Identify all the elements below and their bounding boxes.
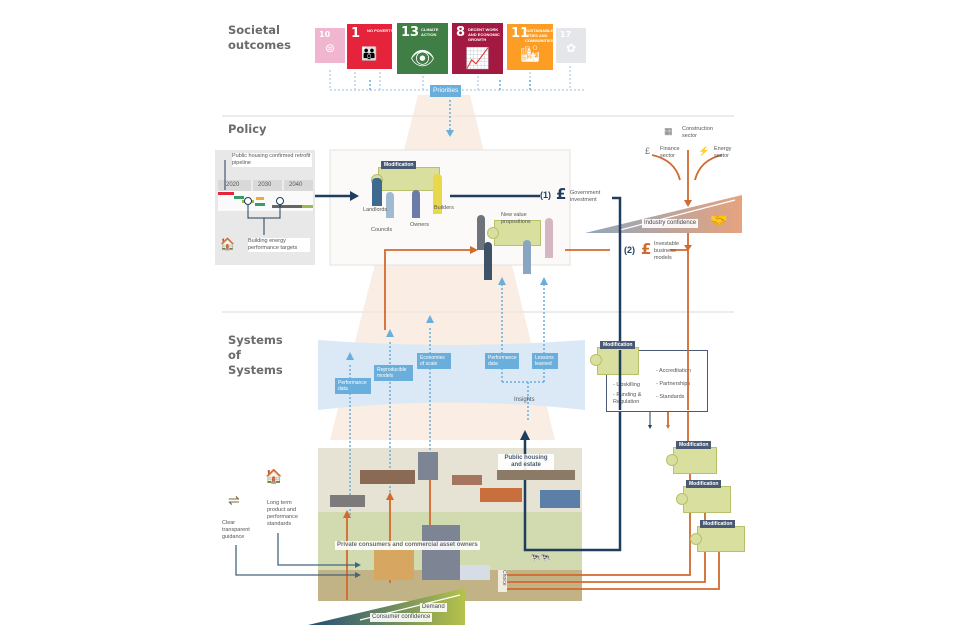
house-award-icon: 🏠 (220, 237, 235, 251)
timeline-year-2040: 2040 (289, 182, 303, 188)
flow-performance-data-2: Performance data (485, 353, 519, 369)
sdg-tile-1: 1 No poverty 👪 (347, 24, 393, 69)
finance-sector-label: Finance sector (660, 146, 680, 159)
sdg-tile-8: 8 Decent work and economic growth 📈 (452, 23, 503, 74)
choice-label: Choice (498, 570, 507, 592)
pipeline-title: Public housing confirmed retrofit pipeli… (232, 153, 312, 167)
gov-investment-number: (1) (540, 190, 551, 200)
construction-sector-label: Construction sector (682, 126, 713, 139)
investable-number: (2) (624, 245, 635, 255)
industry-confidence-label: Industry confidence (642, 219, 699, 228)
section-title-policy: Policy (228, 122, 267, 136)
consumer-confidence-label: Consumer confidence (370, 613, 433, 622)
actor-owners: Owners (410, 222, 429, 228)
person-builder (433, 174, 442, 214)
actor-landlords: Landlords (363, 207, 388, 213)
flow-lessons-learned: Lessons learned (532, 353, 558, 369)
energy-rating-icon: 🏠 (265, 468, 283, 484)
flow-reproducible-models: Reproducible models (374, 365, 413, 381)
person-2 (484, 242, 492, 280)
finance-icon: £ (645, 146, 651, 156)
modification-puzzle-3: Modification (690, 520, 745, 552)
sdg-tile-10: 10 ⊜ (315, 28, 345, 63)
box-right-list: - Accreditation - Partnerships - Standar… (656, 368, 691, 400)
box-left-list: - Upskilling - Funding & Regulation (613, 382, 642, 405)
sdg-tile-17: 17 ✿ (556, 28, 586, 63)
systems-capability-box (606, 350, 708, 412)
systems-modification-puzzle: Modification (590, 341, 639, 375)
person-council (386, 192, 394, 218)
equals-circle-icon: ⊜ (324, 41, 336, 55)
standards-label: Long term product and performance standa… (267, 500, 298, 527)
handshake-icon: 🤝 (710, 212, 728, 228)
pound-icon-navy: £ (556, 185, 567, 203)
person-3 (523, 240, 531, 274)
building-office-block (422, 525, 460, 580)
building-georgian-house (374, 550, 414, 580)
flow-performance-data-1: Performance data (335, 378, 371, 394)
modification-puzzle-1: Modification (666, 441, 717, 474)
cows-icon: 🐄🐄 (530, 553, 550, 562)
new-value-puzzle (487, 220, 541, 246)
actor-builders: Builders (434, 205, 454, 211)
signpost-icon: ⇌ (228, 492, 240, 508)
timeline-chart (218, 160, 313, 235)
person-1 (477, 215, 485, 250)
section-title-systems: Systems of Systems (228, 333, 283, 377)
public-housing-label: Public housing and estate (498, 454, 554, 470)
flower-rings-icon: ✿ (565, 41, 577, 55)
actor-councils: Councils (371, 227, 393, 233)
earth-eye-icon: 👁 (409, 48, 436, 70)
building-villa (452, 475, 482, 485)
construction-icon: ▦ (664, 126, 673, 136)
timeline-year-2030: 2030 (258, 182, 272, 188)
building-bungalow (330, 495, 365, 507)
modification-puzzle-2: Modification (676, 480, 731, 513)
section-title-societal-outcomes: Societal outcomes (228, 23, 291, 52)
new-value-propositions: New value propositions (501, 212, 531, 225)
person-landlord (372, 178, 382, 206)
priorities-label: Priorities (430, 85, 462, 97)
growth-chart-icon: 📈 (465, 48, 490, 70)
person-4 (545, 218, 553, 258)
pound-icon-orange: £ (641, 240, 652, 258)
demand-label: Demand (420, 603, 447, 612)
energy-sector-label: Energy sector (714, 146, 732, 159)
person-owner (412, 190, 420, 218)
flow-economies-of-scale: Economies of scale (417, 353, 451, 369)
sdg-tile-11: 11 Sustainable cities and communities 🏙 (507, 24, 553, 70)
divider-policy (222, 115, 734, 117)
building-school (480, 488, 522, 502)
private-owners-label: Private consumers and commercial asset o… (335, 541, 480, 550)
investable-label: Investable business models (654, 241, 680, 261)
building-estate (497, 470, 575, 480)
building-terrace (360, 470, 415, 484)
arrow-head (446, 130, 454, 137)
delivery-van (460, 565, 490, 580)
timeline-year-2020: 2020 (226, 182, 240, 188)
gov-investment-label: Government investment (570, 190, 601, 203)
building-tower (418, 452, 438, 480)
family-icon: 👪 (361, 46, 378, 61)
insights-label: Insights (514, 397, 535, 403)
sdg-tile-13: 13 Climate action 👁 (397, 23, 448, 74)
building-offices (540, 490, 580, 508)
industry-confidence-wedge (585, 195, 742, 233)
city-buildings-icon: 🏙 (519, 46, 541, 63)
guidance-label: Clear transparent guidance (222, 520, 250, 540)
energy-icon: ⚡ (698, 146, 710, 156)
targets-label: Building energy performance targets (248, 238, 310, 252)
